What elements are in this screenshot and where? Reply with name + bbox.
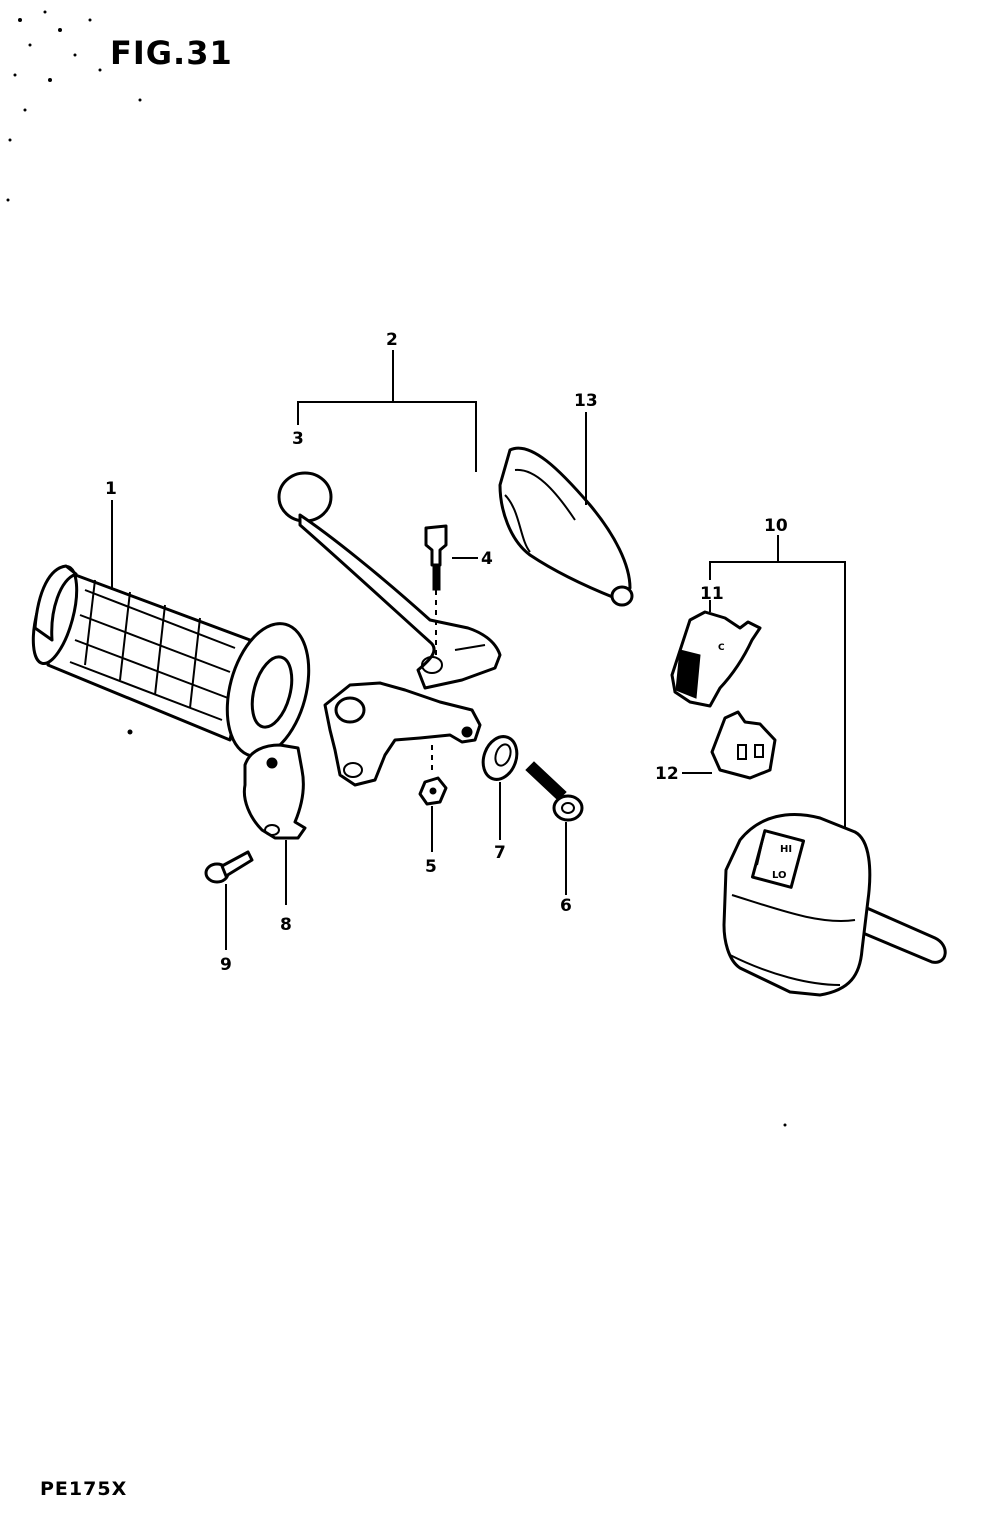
part-4-bolt — [424, 524, 478, 660]
callout-9: 9 — [220, 955, 232, 975]
part-1-grip — [31, 564, 311, 758]
switch-hi-marking: HI — [780, 844, 792, 855]
callout-labels: 1 2 3 4 5 6 7 8 9 10 11 12 13 — [105, 330, 788, 975]
callout-8: 8 — [280, 915, 292, 935]
part-9-screw — [204, 850, 254, 950]
switch-c-marking: C — [718, 643, 725, 653]
part-5-nut — [418, 776, 448, 852]
part-10-switch-housing: HI LO — [722, 812, 947, 997]
callout-5: 5 — [425, 857, 437, 877]
callout-12: 12 — [655, 764, 679, 784]
part-11-switch-knob — [670, 600, 762, 708]
callout-1: 1 — [105, 479, 117, 499]
figure-title: FIG.31 — [110, 34, 233, 72]
callout-11: 11 — [700, 584, 724, 604]
part-2-bracket — [297, 350, 477, 472]
callout-6: 6 — [560, 896, 572, 916]
part-8-clamp — [242, 743, 307, 905]
callout-3: 3 — [292, 429, 304, 449]
part-7-washer — [481, 735, 519, 840]
part-3-lever — [277, 471, 502, 690]
callout-2: 2 — [386, 330, 398, 350]
part-13-cover — [498, 412, 634, 607]
lever-holder — [323, 681, 482, 787]
part-12-contact-plate — [682, 710, 777, 780]
model-code: PE175X — [40, 1478, 128, 1500]
scan-noise — [6, 10, 787, 1127]
callout-7: 7 — [494, 843, 506, 863]
part-10-bracket — [709, 535, 846, 835]
callout-13: 13 — [574, 391, 598, 411]
part-6-bolt — [525, 761, 584, 895]
callout-4: 4 — [481, 549, 493, 569]
switch-lo-marking: LO — [772, 870, 787, 881]
callout-10: 10 — [764, 516, 788, 536]
